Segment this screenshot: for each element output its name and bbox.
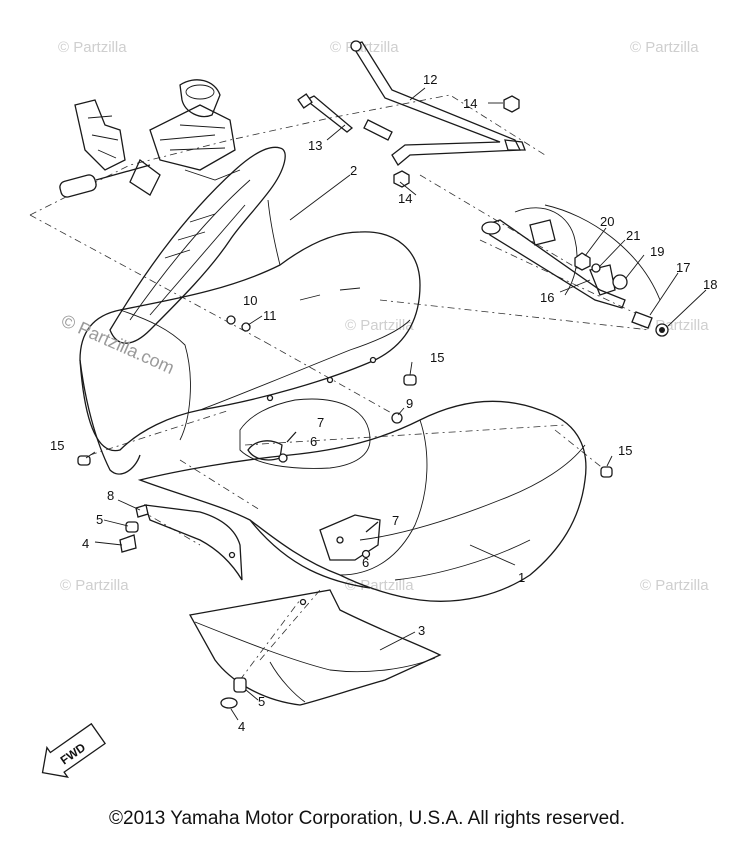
fairing-parts-diagram: © Partzilla © Partzilla © Partzilla © Pa… <box>29 39 717 778</box>
callout-20: 20 <box>600 214 614 229</box>
screw-7 <box>286 431 379 533</box>
washer-21 <box>591 263 601 273</box>
watermark-tile: © Partzilla <box>630 39 699 56</box>
callout-4: 4 <box>238 719 245 734</box>
right-parts-17-21 <box>574 252 669 337</box>
fairing-stay-12 <box>350 40 526 166</box>
bolt-4-upper <box>119 534 137 553</box>
collar-19 <box>612 274 628 290</box>
bolt-4-lower <box>220 697 238 709</box>
leader-lines <box>85 87 707 721</box>
callout-1: 1 <box>518 570 525 585</box>
callout-8: 8 <box>107 488 114 503</box>
watermark-tile: © Partzilla <box>60 577 129 594</box>
assembly-guide-lines <box>29 94 651 681</box>
callout-4: 4 <box>82 536 89 551</box>
callout-5: 5 <box>96 512 103 527</box>
callout-9: 9 <box>406 396 413 411</box>
callout-2: 2 <box>350 163 357 178</box>
frame-head-assembly <box>59 79 241 198</box>
fasteners <box>77 315 613 709</box>
inner-panel <box>144 504 243 581</box>
bolt-15-right <box>600 466 613 478</box>
callout-7: 7 <box>317 415 324 430</box>
watermark-tile: © Partzilla <box>345 577 414 594</box>
collar-5-upper <box>125 521 139 533</box>
callout-11: 11 <box>263 308 277 323</box>
grommet-8 <box>135 504 149 518</box>
windscreen-2 <box>109 146 286 344</box>
callout-16: 16 <box>540 290 554 305</box>
watermark-tile: © Partzilla <box>640 577 709 594</box>
watermark-tile: © Partzilla <box>58 39 127 56</box>
callout-12: 12 <box>423 72 437 87</box>
callout-6: 6 <box>310 434 317 449</box>
bolt-9 <box>391 412 403 424</box>
grommet-6 <box>247 440 288 463</box>
upper-fairing-2 <box>79 199 421 475</box>
under-cover-3 <box>188 589 442 706</box>
watermark-tile: © Partzilla <box>330 39 399 56</box>
bolt-10 <box>226 315 236 325</box>
callout-21: 21 <box>626 228 640 243</box>
callout-15: 15 <box>430 350 444 365</box>
damper-17 <box>631 311 653 329</box>
callout-14: 14 <box>463 96 477 111</box>
callout-3: 3 <box>418 623 425 638</box>
callout-6: 6 <box>362 555 369 570</box>
nut-20 <box>574 252 591 271</box>
bolt-15-left <box>77 455 91 466</box>
callout-15: 15 <box>50 438 64 453</box>
callout-14: 14 <box>398 191 412 206</box>
callout-5: 5 <box>258 694 265 709</box>
callout-7: 7 <box>392 513 399 528</box>
callout-17: 17 <box>676 260 690 275</box>
callout-18: 18 <box>703 277 717 292</box>
callout-13: 13 <box>308 138 322 153</box>
callout-15: 15 <box>618 443 632 458</box>
fairing-body-1 <box>137 398 587 602</box>
copyright-notice: ©2013 Yamaha Motor Corporation, U.S.A. A… <box>109 808 625 829</box>
bolt-15 <box>403 374 417 386</box>
callout-10: 10 <box>243 293 257 308</box>
fwd-arrow: FWD <box>41 722 107 778</box>
callouts: 1 2 3 4 4 5 5 6 6 7 7 8 9 10 11 12 13 14… <box>50 72 717 734</box>
callout-19: 19 <box>650 244 664 259</box>
bracket-6 <box>319 514 381 561</box>
nut-14 <box>393 95 520 188</box>
collar-5-lower <box>233 677 247 693</box>
watermark-tiles: © Partzilla © Partzilla © Partzilla © Pa… <box>58 39 709 594</box>
bolt-13 <box>297 93 354 133</box>
support-arm-16 <box>481 204 661 309</box>
